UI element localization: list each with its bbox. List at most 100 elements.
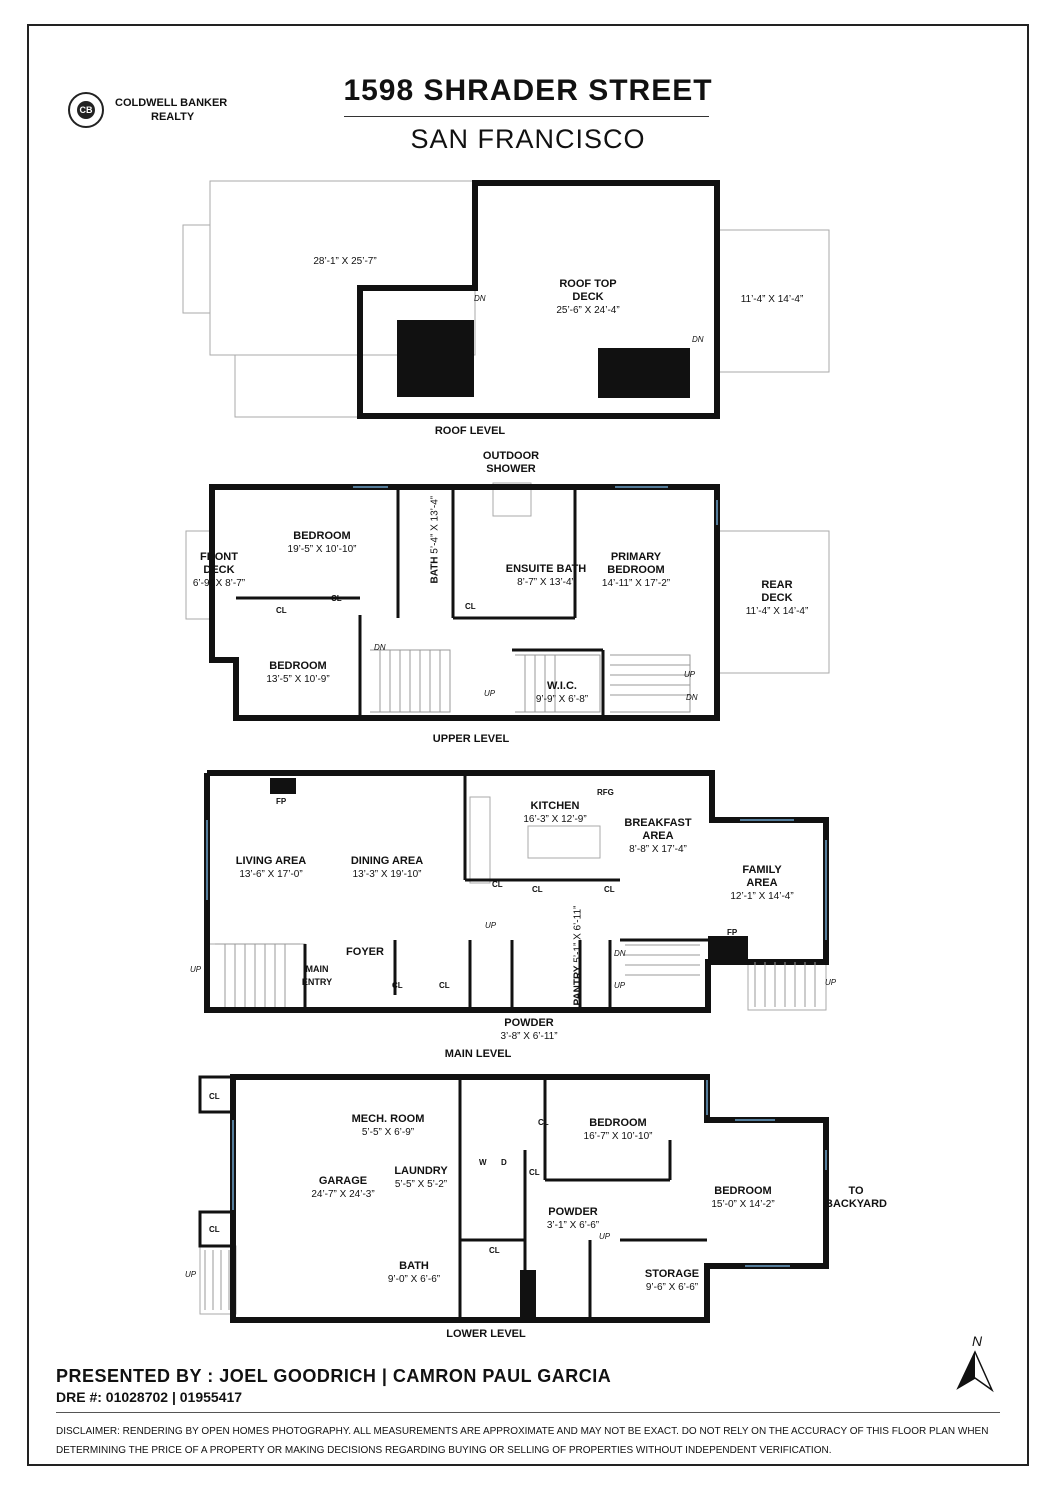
kitchen-counter-outline: [469, 796, 491, 884]
stairs-upper-right: [610, 654, 691, 713]
stairs-lower: [204, 1250, 230, 1310]
stairs-main-front: [215, 943, 300, 1007]
lower-powder-block: [520, 1270, 536, 1320]
brand-name: COLDWELL BANKER REALTY: [115, 96, 227, 124]
roof-right-deck-label: 11’-4” X 14’-4”: [740, 294, 804, 305]
lower-up-label-2: UP: [185, 1270, 197, 1279]
roof-deck-walls: [357, 180, 720, 419]
stairs-main-center: [625, 944, 700, 976]
foyer-label: FOYER: [346, 946, 384, 958]
lower-closet-5-label: CL: [489, 1246, 500, 1255]
roof-stair-block-right: [598, 348, 690, 398]
kitchen-island-outline: [527, 825, 601, 859]
dryer-label: D: [501, 1158, 507, 1167]
main-up-label-3: UP: [825, 978, 837, 987]
lower-closet-top: [198, 1075, 235, 1114]
upper-bath-label: BATH 5’-4” X 13’-4”: [429, 495, 441, 584]
upper-up-label-2: UP: [684, 670, 696, 679]
north-arrow-icon: [956, 1350, 994, 1393]
upper-up-label-1: UP: [484, 689, 496, 698]
foyer-closet-1-label: CL: [392, 981, 403, 990]
kitchen-closet-2-label: CL: [532, 885, 543, 894]
lower-closet-2-label: CL: [209, 1225, 220, 1234]
rear-steps-outline: [747, 961, 827, 1011]
upper-closet-1-label: CL: [276, 606, 287, 615]
pantry-label: PANTRY 5’-1” X 6’-11”: [572, 905, 584, 1006]
lower-closet-3-label: CL: [538, 1118, 549, 1127]
foyer-closet-2-label: CL: [439, 981, 450, 990]
fireplace-family-label: FP: [727, 928, 738, 937]
stairs-main-rear: [754, 962, 816, 1007]
main-up-label-2: UP: [190, 965, 202, 974]
main-level-walls: [204, 770, 829, 1013]
refrigerator-label: RFG: [597, 788, 614, 797]
upper-closet-3-label: CL: [465, 602, 476, 611]
main-dn-label: DN: [614, 949, 626, 958]
roof-left-bay-outline: [182, 224, 211, 314]
upper-dn-label-2: DN: [686, 693, 698, 702]
disclaimer-text: DISCLAIMER: RENDERING BY OPEN HOMES PHOT…: [56, 1426, 989, 1456]
kitchen-closet-3-label: CL: [604, 885, 615, 894]
roof-left-area-label: 28’-1” X 25’-7”: [313, 256, 377, 267]
page-subtitle: SAN FRANCISCO: [410, 124, 646, 154]
main-level-label: MAIN LEVEL: [444, 1048, 512, 1060]
lower-closet-1-label: CL: [209, 1092, 220, 1101]
title-divider: [344, 116, 709, 117]
roof-level-label: ROOF LEVEL: [434, 425, 506, 437]
upper-level-label: UPPER LEVEL: [432, 733, 510, 745]
roof-dn-label-1: DN: [474, 294, 486, 303]
fireplace-living-label: FP: [276, 797, 287, 806]
page-title: 1598 SHRADER STREET: [343, 74, 713, 107]
north-label: N: [972, 1333, 983, 1349]
lower-closet-bottom: [198, 1210, 235, 1248]
footer-divider: [56, 1412, 1000, 1413]
upper-dn-label: DN: [374, 643, 386, 652]
stairs-upper-left: [370, 649, 451, 713]
brand-line-1: COLDWELL BANKER: [115, 97, 228, 109]
washer-label: W: [479, 1158, 487, 1167]
fireplace-living: [270, 778, 296, 794]
brand-line-2: REALTY: [151, 111, 195, 123]
main-entry-label: MAIN ENTRY: [301, 964, 333, 987]
presenter-line: PRESENTED BY : JOEL GOODRICH | CAMRON PA…: [56, 1366, 612, 1386]
coldwell-banker-logo: CB: [68, 92, 104, 128]
main-up-label-1: UP: [614, 981, 626, 990]
outdoor-shower-label: OUTDOOR SHOWER: [482, 450, 540, 475]
kitchen-closet-1-label: CL: [492, 880, 503, 889]
walk-in-closet-label: W.I.C.9’-9” X 6’-8”: [535, 680, 589, 705]
fireplace-family: [708, 936, 748, 962]
roof-lower-left-outline: [234, 354, 361, 418]
main-up-label-4: UP: [485, 921, 497, 930]
logo-mark: CB: [77, 101, 95, 119]
to-backyard-label: TO BACKYARD: [825, 1185, 887, 1210]
lower-level-label: LOWER LEVEL: [446, 1328, 526, 1340]
upper-level-walls: [209, 484, 720, 721]
outdoor-shower-outline: [492, 482, 532, 517]
stairs-wic: [515, 654, 601, 713]
dre-line: DRE #: 01028702 | 01955417: [56, 1389, 243, 1405]
upper-closet-2-label: CL: [331, 594, 342, 603]
roof-dn-label-2: DN: [692, 335, 704, 344]
page-frame: [27, 24, 1029, 1466]
lower-up-label-1: UP: [599, 1232, 611, 1241]
